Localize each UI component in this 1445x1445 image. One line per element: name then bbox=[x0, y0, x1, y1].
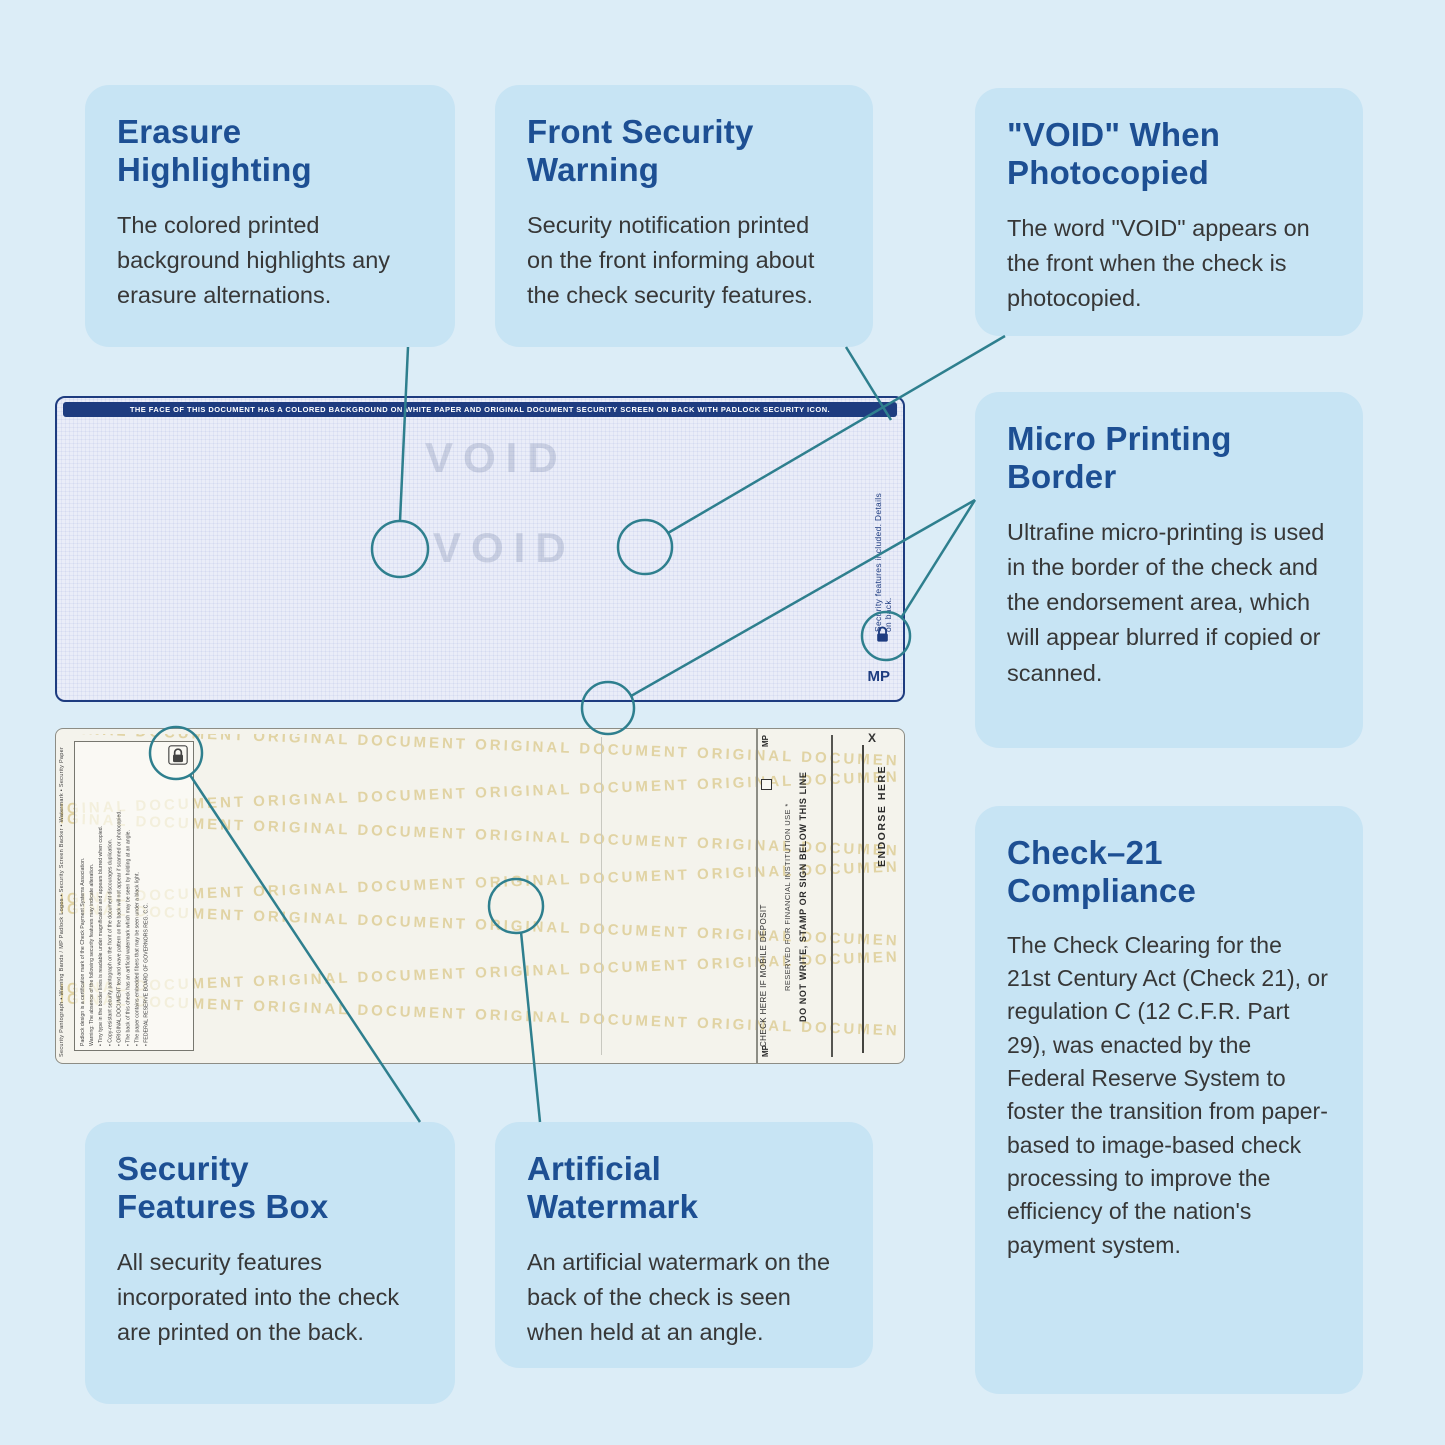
endorsement-area-divider bbox=[756, 729, 758, 1063]
endorsement-signature-line bbox=[862, 745, 864, 1053]
callout-micro-printing-border: Micro Printing Border Ultrafine micro-pr… bbox=[975, 392, 1363, 748]
title-line: Front Security bbox=[527, 113, 754, 150]
title-line: Security bbox=[117, 1150, 249, 1187]
mobile-deposit-label: CHECK HERE IF MOBILE DEPOSIT bbox=[759, 904, 768, 1047]
title-line: Compliance bbox=[1007, 872, 1197, 910]
endorse-here-label: ENDORSE HERE bbox=[876, 764, 888, 867]
front-security-warning-text: THE FACE OF THIS DOCUMENT HAS A COLORED … bbox=[63, 402, 897, 417]
title-line: Artificial bbox=[527, 1150, 662, 1187]
mp-logo: MP bbox=[867, 668, 891, 685]
check-back-specimen: ORIGINAL DOCUMENT ORIGINAL DOCUMENT ORIG… bbox=[55, 728, 905, 1064]
padlock-icon bbox=[874, 626, 891, 643]
title-line: Micro Printing bbox=[1007, 420, 1232, 457]
box-text-line: Warning: The absence of the following se… bbox=[89, 863, 96, 1046]
padlock-icon bbox=[168, 745, 188, 765]
callout-title: Front Security Warning bbox=[527, 113, 841, 190]
mp-mark: MP bbox=[761, 1045, 770, 1057]
box-text-line: • Tiny type in the border lines is reada… bbox=[98, 825, 105, 1046]
connector-padlock-front bbox=[899, 499, 977, 619]
box-text-line: • FEDERAL RESERVE BOARD OF GOVERNORS REG… bbox=[143, 903, 150, 1046]
do-not-write-label: DO NOT WRITE, STAMP OR SIGN BELOW THIS L… bbox=[798, 771, 808, 1023]
void-watermark: VOID bbox=[425, 434, 568, 481]
callout-artificial-watermark: Artificial Watermark An artificial water… bbox=[495, 1122, 873, 1368]
title-line: Photocopied bbox=[1007, 154, 1210, 192]
void-watermark: VOID bbox=[433, 524, 576, 571]
check-front-specimen: THE FACE OF THIS DOCUMENT HAS A COLORED … bbox=[55, 396, 905, 702]
callout-body: Ultrafine micro-printing is used in the … bbox=[1007, 518, 1325, 686]
callout-security-features-box: Security Features Box All security featu… bbox=[85, 1122, 455, 1404]
title-line: Warning bbox=[527, 151, 660, 189]
callout-erasure-highlighting: Erasure Highlighting The colored printed… bbox=[85, 85, 455, 347]
security-feature-labels: Security Pantograph • Warning Bands / MP… bbox=[59, 746, 65, 1057]
callout-title: "VOID" When Photocopied bbox=[1007, 116, 1331, 193]
mp-mark: MP bbox=[761, 735, 770, 747]
title-line: Check–21 bbox=[1007, 834, 1163, 871]
callout-body: Security notification printed on the fro… bbox=[527, 211, 815, 309]
callout-title: Artificial Watermark bbox=[527, 1150, 841, 1227]
callout-body: The colored printed background highlight… bbox=[117, 211, 391, 309]
callout-title: Security Features Box bbox=[117, 1150, 423, 1227]
box-text-line: • ORIGINAL DOCUMENT text and wave patter… bbox=[116, 810, 123, 1046]
box-text-line: • Copy-resistant security pantograph on … bbox=[107, 838, 114, 1046]
callout-title: Micro Printing Border bbox=[1007, 420, 1331, 497]
title-line: Watermark bbox=[527, 1188, 699, 1226]
callout-void-when-photocopied: "VOID" When Photocopied The word "VOID" … bbox=[975, 88, 1363, 336]
callout-check-21-compliance: Check–21 Compliance The Check Clearing f… bbox=[975, 806, 1363, 1394]
reserved-for-institution-label: RESERVED FOR FINANCIAL INSTITUTION USE * bbox=[783, 803, 792, 991]
box-text-line: Padlock design is a certification mark o… bbox=[80, 857, 86, 1046]
callout-title: Check–21 Compliance bbox=[1007, 834, 1331, 911]
box-text-line: • The paper contains embedded fibers tha… bbox=[134, 872, 141, 1046]
security-features-box-text: Padlock design is a certification mark o… bbox=[79, 746, 165, 1046]
box-text-line: • The back of this check has an artifici… bbox=[125, 830, 132, 1046]
do-not-write-line bbox=[831, 735, 833, 1057]
endorsement-x-mark: X bbox=[868, 731, 877, 745]
title-line: Border bbox=[1007, 458, 1117, 496]
security-features-note: Security features included. Details on b… bbox=[873, 492, 893, 632]
title-line: "VOID" When bbox=[1007, 116, 1221, 153]
callout-title: Erasure Highlighting bbox=[117, 113, 423, 190]
callout-body: The Check Clearing for the 21st Century … bbox=[1007, 931, 1328, 1258]
callout-body: An artificial watermark on the back of t… bbox=[527, 1248, 831, 1346]
callout-body: The word "VOID" appears on the front whe… bbox=[1007, 214, 1310, 312]
callout-body: All security features incorporated into … bbox=[117, 1248, 400, 1346]
title-line: Erasure bbox=[117, 113, 242, 150]
back-divider-line bbox=[601, 737, 602, 1055]
mobile-deposit-checkbox bbox=[761, 779, 772, 790]
callout-front-security-warning: Front Security Warning Security notifica… bbox=[495, 85, 873, 347]
security-features-box: Padlock design is a certification mark o… bbox=[74, 741, 194, 1051]
title-line: Features Box bbox=[117, 1188, 329, 1226]
title-line: Highlighting bbox=[117, 151, 312, 189]
